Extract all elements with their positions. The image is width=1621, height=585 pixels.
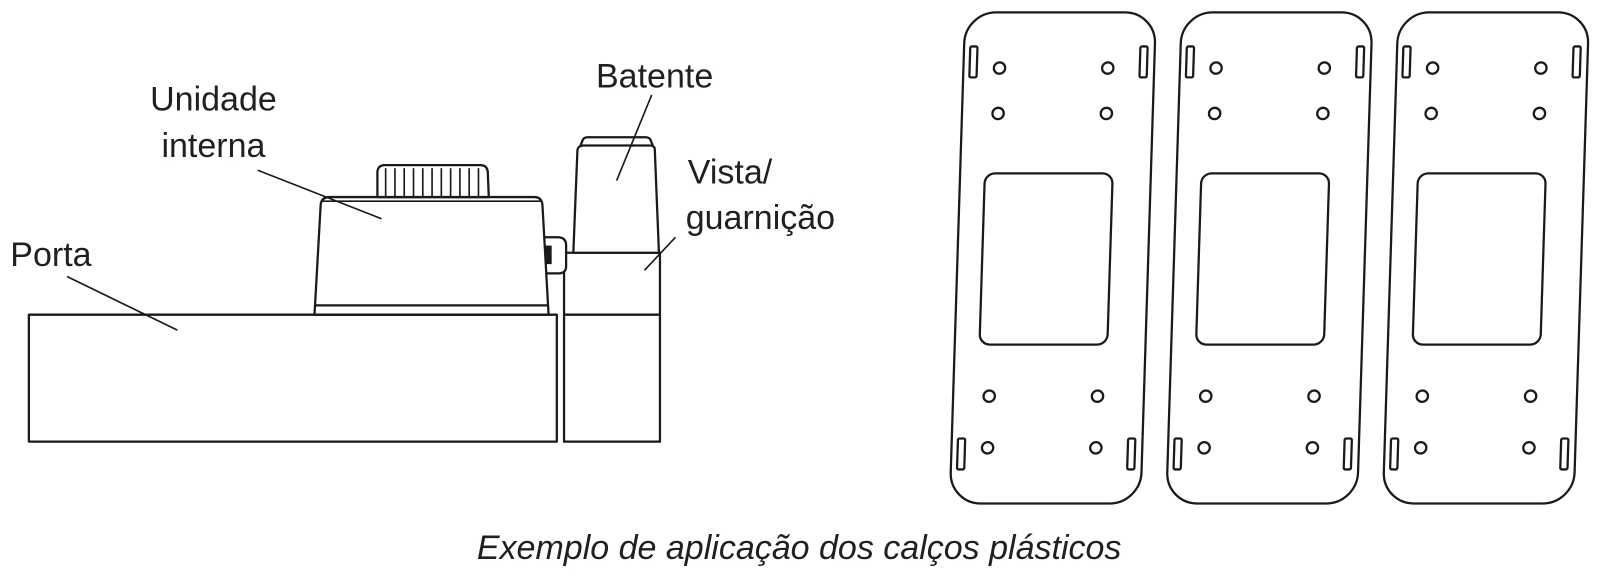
screw-hole (1307, 389, 1321, 404)
plastic-shims (949, 11, 1590, 505)
plate-slot (1571, 45, 1582, 79)
screw-hole (1090, 389, 1105, 404)
plate-slot (968, 45, 979, 79)
screw-hole (992, 61, 1007, 75)
screw-hole (1424, 106, 1438, 121)
plate-window (978, 172, 1114, 346)
plate-outline (1382, 11, 1590, 505)
leader-trim (643, 236, 677, 271)
plate-slot (1401, 45, 1412, 79)
leader-unit (257, 169, 382, 220)
label-trim-line1: Vista/ (688, 154, 773, 192)
screw-hole (1523, 389, 1538, 404)
door-stop (572, 144, 661, 254)
screw-hole (982, 389, 997, 404)
door-stop-cap (579, 136, 654, 146)
knob (376, 163, 490, 199)
label-internal-unit-line1: Unidade (150, 80, 277, 118)
screw-hole (1089, 440, 1103, 455)
label-door: Porta (10, 236, 91, 274)
screw-hole (1413, 440, 1428, 455)
plate-slot (1172, 437, 1183, 471)
plate-outline (949, 11, 1157, 505)
screw-hole (1207, 106, 1222, 121)
plate-window (1411, 172, 1547, 346)
plate-slot (1389, 437, 1400, 471)
door-frame-trim (562, 251, 662, 443)
screw-hole (980, 440, 995, 455)
plate-slot (1559, 437, 1570, 471)
plate-1 (949, 11, 1157, 505)
plate-outline (1166, 11, 1373, 505)
plate-slot (955, 437, 967, 471)
plate-3 (1382, 11, 1590, 505)
plate-window (1195, 172, 1331, 346)
plate-slot (1354, 45, 1366, 79)
leader-door (66, 275, 178, 331)
screw-hole (1534, 61, 1548, 75)
screw-hole (1198, 389, 1213, 404)
screw-hole (1532, 106, 1547, 121)
label-door-stop: Batente (596, 58, 713, 96)
screw-hole (991, 106, 1005, 121)
plate-slot (1126, 437, 1137, 471)
plate-slot (1138, 45, 1149, 79)
label-internal-unit-line2: interna (161, 127, 265, 165)
internal-unit (313, 195, 550, 316)
screw-hole (1522, 440, 1536, 455)
plate-slot (1342, 437, 1353, 471)
plate-slot (1184, 45, 1196, 79)
plate-2 (1166, 11, 1373, 505)
leader-stop (615, 94, 653, 181)
caption: Exemplo de aplicação dos calços plástico… (477, 529, 1122, 567)
screw-hole (1415, 389, 1430, 404)
screw-hole (1099, 106, 1114, 121)
screw-hole (1316, 106, 1330, 121)
screw-hole (1197, 440, 1211, 455)
screw-hole (1305, 440, 1320, 455)
screw-hole (1100, 61, 1115, 75)
screw-hole (1209, 61, 1223, 75)
screw-hole (1425, 61, 1440, 75)
door (27, 313, 558, 443)
screw-hole (1317, 61, 1332, 75)
unit-clip-latch (543, 245, 552, 265)
label-trim-line2: guarnição (686, 199, 835, 237)
